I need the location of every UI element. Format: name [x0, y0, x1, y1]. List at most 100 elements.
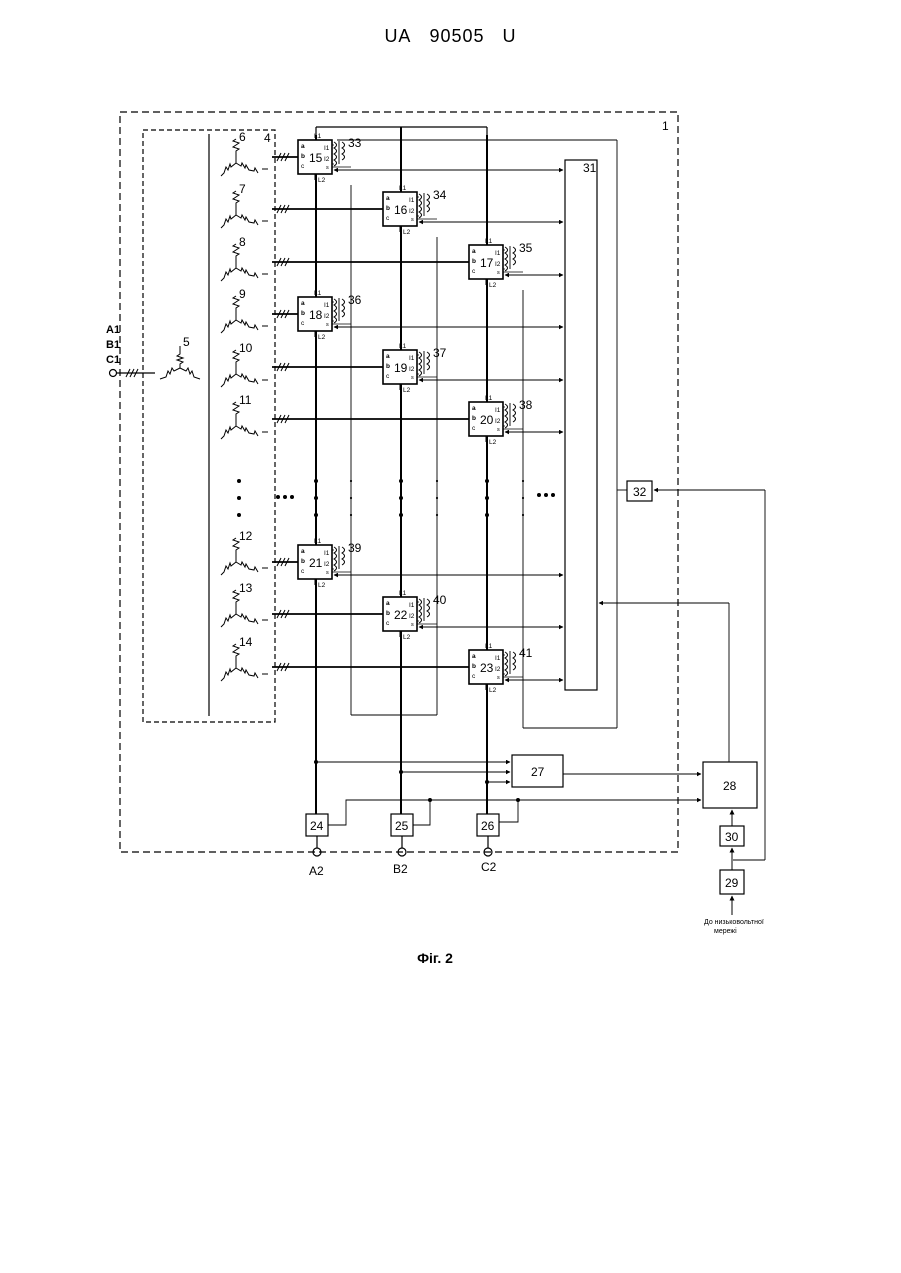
- pin-i1: I1: [495, 250, 501, 257]
- pin-l1: L1: [399, 343, 407, 350]
- pin-s: s: [326, 322, 329, 328]
- winding-9: [221, 296, 268, 333]
- pin-l2: L2: [318, 334, 326, 341]
- pin-l1: L1: [314, 133, 322, 140]
- pin-i1: I1: [409, 602, 415, 609]
- pin-i2: I2: [495, 261, 501, 268]
- pin-i2: I2: [409, 613, 415, 620]
- winding-label-8: 8: [239, 235, 246, 249]
- pin-l2: L2: [403, 229, 411, 236]
- figure-caption: Фіг. 2: [380, 950, 490, 966]
- switch-unit-16: abc16I1I2sL1L234: [383, 185, 563, 236]
- pin-l2: L2: [318, 582, 326, 589]
- pin-s: s: [497, 427, 500, 433]
- secondary-windings: 6 7 8 9 10 11 12 13 14: [221, 130, 469, 681]
- winding-label-6: 6: [239, 130, 246, 144]
- pin-s: s: [411, 375, 414, 381]
- pin-l2: L2: [403, 634, 411, 641]
- switch-unit-20: abc20I1I2sL1L238: [469, 395, 563, 446]
- pin-b: b: [472, 663, 476, 670]
- winding-label-12: 12: [239, 529, 253, 543]
- pin-l1: L1: [314, 290, 322, 297]
- pin-l1: L1: [485, 643, 493, 650]
- winding-label-11: 11: [239, 393, 252, 407]
- pin-i1: I1: [324, 302, 330, 309]
- network-note: До низьковольтної мережі: [704, 919, 766, 935]
- pin-b: b: [472, 258, 476, 265]
- pin-a: a: [301, 548, 305, 555]
- pin-a: a: [301, 300, 305, 307]
- pin-a: a: [472, 405, 476, 412]
- block-28-label: 28: [723, 779, 737, 793]
- winding-label-10: 10: [239, 341, 253, 355]
- housing-label: 1: [662, 119, 669, 133]
- pin-a: a: [386, 195, 390, 202]
- block-24-label: 24: [310, 819, 324, 833]
- switch-label-19: 19: [394, 361, 408, 375]
- switch-label-21: 21: [309, 556, 323, 570]
- block-29-label: 29: [725, 876, 739, 890]
- switch-label-16: 16: [394, 203, 408, 217]
- block-26-label: 26: [481, 819, 495, 833]
- pin-b: b: [386, 610, 390, 617]
- input-c1-label: C1: [106, 354, 120, 366]
- winding-label-14: 14: [239, 635, 253, 649]
- input-a1-label: A1: [106, 324, 120, 336]
- switch-label-18: 18: [309, 308, 323, 322]
- winding-label-9: 9: [239, 287, 246, 301]
- switch-label-17: 17: [480, 256, 494, 270]
- windings-box-label: 4: [264, 131, 271, 145]
- pin-s: s: [326, 165, 329, 171]
- block-32-label: 32: [633, 485, 647, 499]
- winding-14: [221, 644, 268, 681]
- sensor-label-41: 41: [519, 646, 533, 660]
- pin-s: s: [497, 675, 500, 681]
- sensor-label-34: 34: [433, 188, 447, 202]
- pin-i2: I2: [324, 561, 330, 568]
- switch-unit-17: abc17I1I2sL1L235: [469, 238, 563, 289]
- sensor-label-40: 40: [433, 593, 447, 607]
- pin-l2: L2: [489, 282, 497, 289]
- pin-l2: L2: [489, 687, 497, 694]
- output-b2-label: B2: [393, 862, 408, 876]
- switch-label-22: 22: [394, 608, 408, 622]
- winding-label-7: 7: [239, 182, 246, 196]
- primary-label: 5: [183, 335, 190, 349]
- pin-i2: I2: [324, 156, 330, 163]
- switch-unit-22: abc22I1I2sL1L240: [383, 590, 563, 641]
- pin-i1: I1: [495, 655, 501, 662]
- winding-7: [221, 191, 268, 228]
- winding-12: [221, 538, 268, 575]
- winding-8: [221, 244, 268, 281]
- block-31-label: 31: [583, 161, 597, 175]
- sensor-label-38: 38: [519, 398, 533, 412]
- pin-i2: I2: [495, 418, 501, 425]
- pin-s: s: [497, 270, 500, 276]
- pin-i1: I1: [409, 355, 415, 362]
- pin-s: s: [411, 622, 414, 628]
- switch-unit-19: abc19I1I2sL1L237: [383, 343, 563, 394]
- input-b1-label: B1: [106, 339, 120, 351]
- pin-l1: L1: [314, 538, 322, 545]
- primary-winding: [160, 346, 200, 379]
- pin-a: a: [386, 353, 390, 360]
- switch-unit-23: abc23I1I2sL1L241: [469, 643, 563, 694]
- pin-b: b: [386, 205, 390, 212]
- winding-6: [221, 139, 268, 176]
- winding-label-13: 13: [239, 581, 253, 595]
- pin-b: b: [301, 153, 305, 160]
- pin-i2: I2: [409, 366, 415, 373]
- pin-a: a: [472, 653, 476, 660]
- block-25-label: 25: [395, 819, 409, 833]
- pin-l1: L1: [399, 590, 407, 597]
- output-c2-label: C2: [481, 860, 497, 874]
- pin-i2: I2: [495, 666, 501, 673]
- pin-i1: I1: [409, 197, 415, 204]
- switch-label-23: 23: [480, 661, 494, 675]
- pin-i2: I2: [324, 313, 330, 320]
- winding-10: [221, 350, 268, 387]
- sensor-label-35: 35: [519, 241, 533, 255]
- switch-label-15: 15: [309, 151, 323, 165]
- pin-b: b: [301, 310, 305, 317]
